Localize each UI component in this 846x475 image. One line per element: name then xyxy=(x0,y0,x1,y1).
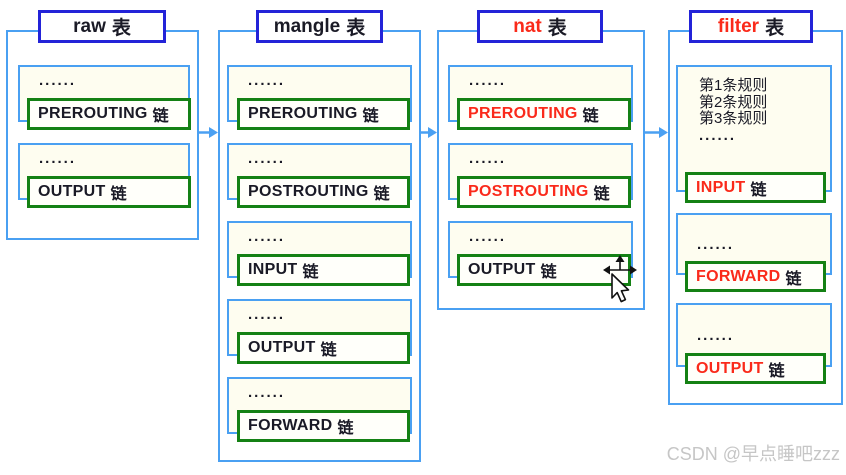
chain-name: OUTPUT xyxy=(248,339,316,356)
table-suffix: 表 xyxy=(346,18,366,39)
rule-line: 第3条规则 xyxy=(699,110,768,127)
chain-name: OUTPUT xyxy=(38,183,106,200)
raw-table-title: raw 表 xyxy=(38,10,166,43)
ellipsis-dots: ...... xyxy=(39,72,77,89)
mangle-input-chain-box: INPUT 链 xyxy=(237,254,410,286)
chain-suffix: 链 xyxy=(540,264,557,281)
mangle-forward-chain-box: FORWARD 链 xyxy=(237,410,410,442)
ellipsis-dots: ...... xyxy=(248,228,286,245)
filter-output-chain-box: OUTPUT 链 xyxy=(685,353,826,384)
nat-prerouting-chain-box: PREROUTING 链 xyxy=(457,98,631,130)
nat-postrouting-chain-box: POSTROUTING 链 xyxy=(457,176,631,208)
table-name: filter xyxy=(717,15,760,37)
flow-arrow-nat-to-filter xyxy=(643,127,668,138)
ellipsis-dots: ...... xyxy=(697,327,735,344)
ellipsis-dots: ...... xyxy=(248,150,286,167)
chain-name: POSTROUTING xyxy=(248,183,369,200)
filter-table-title: filter 表 xyxy=(689,10,813,43)
chain-name: OUTPUT xyxy=(696,359,764,377)
rule-line: 第2条规则 xyxy=(699,93,768,111)
table-name: nat xyxy=(513,15,542,37)
chain-suffix: 链 xyxy=(750,181,767,199)
ellipsis-dots: ...... xyxy=(699,126,737,144)
chain-name: PREROUTING xyxy=(38,105,148,122)
nat-table-title: nat 表 xyxy=(477,10,603,43)
raw-output-chain-box: OUTPUT 链 xyxy=(27,176,191,208)
flow-arrow-mangle-to-nat xyxy=(419,127,437,138)
ellipsis-dots: ...... xyxy=(248,306,286,323)
chain-suffix: 链 xyxy=(110,186,127,203)
chain-suffix: 链 xyxy=(302,264,319,281)
filter-input-group: 第1条规则 第2条规则 第3条规则 ...... xyxy=(676,65,832,192)
ellipsis-dots: ...... xyxy=(248,72,286,89)
chain-name: FORWARD xyxy=(696,267,781,285)
chain-name: POSTROUTING xyxy=(468,183,589,200)
chain-suffix: 链 xyxy=(362,108,379,125)
rule-line: 第1条规则 xyxy=(699,77,768,94)
ellipsis-dots: ...... xyxy=(469,228,507,245)
mangle-table-title: mangle 表 xyxy=(256,10,383,43)
chain-suffix: 链 xyxy=(785,270,802,288)
table-name: mangle xyxy=(273,15,341,37)
mangle-output-chain-box: OUTPUT 链 xyxy=(237,332,410,364)
table-suffix: 表 xyxy=(111,18,131,39)
raw-prerouting-chain-box: PREROUTING 链 xyxy=(27,98,191,130)
table-suffix: 表 xyxy=(765,18,785,39)
table-name: raw xyxy=(73,15,106,37)
chain-name: INPUT xyxy=(248,261,298,278)
ellipsis-dots: ...... xyxy=(469,72,507,89)
mangle-postrouting-chain-box: POSTROUTING 链 xyxy=(237,176,410,208)
chain-suffix: 链 xyxy=(768,362,785,380)
filter-input-chain-box: INPUT 链 xyxy=(685,172,826,203)
ellipsis-dots: ...... xyxy=(248,384,286,401)
chain-suffix: 链 xyxy=(320,342,337,359)
filter-rules-list: 第1条规则 第2条规则 第3条规则 ...... xyxy=(699,77,768,144)
ellipsis-dots: ...... xyxy=(39,150,77,167)
chain-name: PREROUTING xyxy=(468,105,578,122)
raw-table-container xyxy=(6,30,199,240)
chain-name: INPUT xyxy=(696,178,746,196)
chain-suffix: 链 xyxy=(373,186,390,203)
csdn-watermark: CSDN @早点睡吧zzz xyxy=(666,444,840,464)
move-cursor-icon xyxy=(603,255,637,303)
chain-name: PREROUTING xyxy=(248,105,358,122)
filter-forward-chain-box: FORWARD 链 xyxy=(685,261,826,292)
ellipsis-dots: ...... xyxy=(469,150,507,167)
mangle-prerouting-chain-box: PREROUTING 链 xyxy=(237,98,410,130)
chain-name: OUTPUT xyxy=(468,261,536,278)
table-suffix: 表 xyxy=(547,18,567,39)
chain-suffix: 链 xyxy=(593,186,610,203)
chain-suffix: 链 xyxy=(337,420,354,437)
chain-suffix: 链 xyxy=(152,108,169,125)
chain-name: FORWARD xyxy=(248,417,333,434)
flow-arrow-raw-to-mangle xyxy=(197,127,218,138)
chain-suffix: 链 xyxy=(582,108,599,125)
ellipsis-dots: ...... xyxy=(697,236,735,253)
